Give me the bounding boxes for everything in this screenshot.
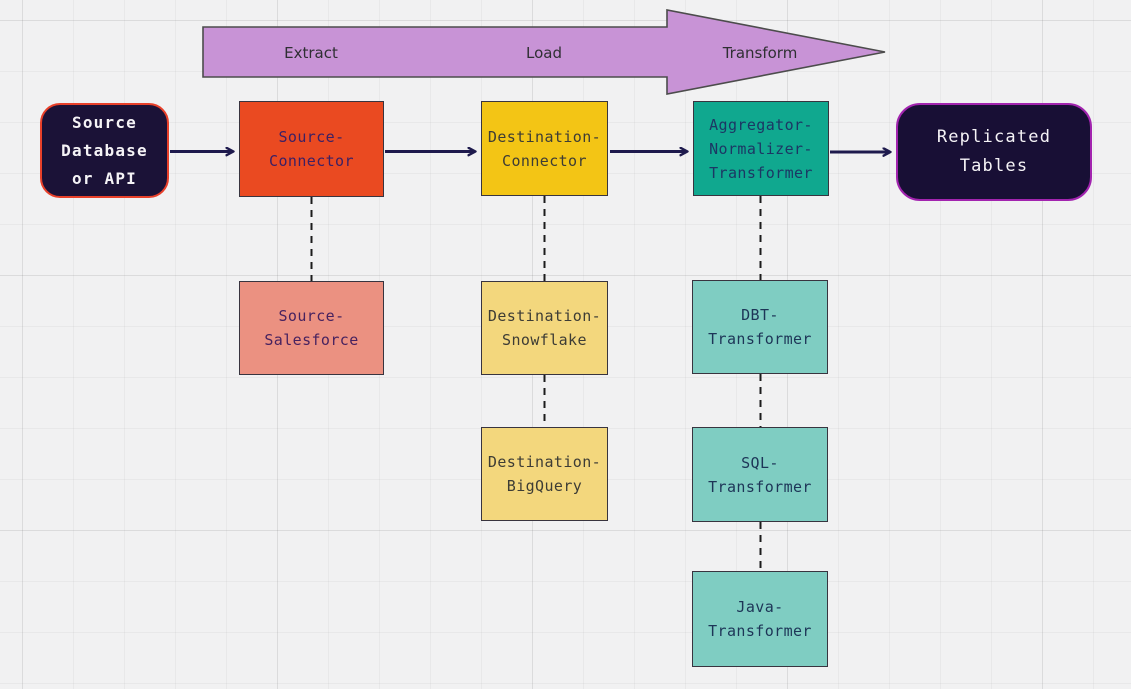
node-label-destination-bigquery: Destination- BigQuery (487, 453, 602, 495)
node-label-dbt-transformer: DBT- Transformer (708, 306, 812, 348)
node-java-transformer[interactable]: Java- Transformer (692, 571, 828, 667)
node-destination-snowflake[interactable]: Destination- Snowflake (481, 281, 608, 375)
node-source-salesforce[interactable]: Source- Salesforce (239, 281, 384, 375)
node-label-replicated-tables: Replicated Tables (936, 127, 1052, 176)
node-sql-transformer[interactable]: SQL- Transformer (692, 427, 828, 522)
node-label-source-connector: Source- Connector (269, 128, 354, 170)
node-destination-bigquery[interactable]: Destination- BigQuery (481, 427, 608, 521)
node-label-source-database: Source Database or API (61, 112, 148, 188)
node-destination-connector[interactable]: Destination- Connector (481, 101, 608, 196)
elt-direction-arrow[interactable] (202, 9, 886, 95)
node-label-destination-snowflake: Destination- Snowflake (487, 307, 602, 349)
elt-phase-label-transform: Transform (722, 44, 798, 62)
elt-phase-label-extract: Extract (284, 44, 338, 62)
node-replicated-tables[interactable]: Replicated Tables (896, 103, 1092, 201)
node-source-connector[interactable]: Source- Connector (239, 101, 384, 197)
node-source-database[interactable]: Source Database or API (40, 103, 169, 198)
elt-phase-label-load: Load (526, 44, 562, 62)
node-aggregator-normalizer-transformer[interactable]: Aggregator- Normalizer- Transformer (693, 101, 829, 196)
node-label-source-salesforce: Source- Salesforce (264, 307, 359, 349)
node-label-destination-connector: Destination- Connector (487, 127, 602, 170)
node-dbt-transformer[interactable]: DBT- Transformer (692, 280, 828, 374)
node-label-aggregator-normalizer-transformer: Aggregator- Normalizer- Transformer (709, 115, 813, 182)
node-label-sql-transformer: SQL- Transformer (708, 453, 812, 496)
node-label-java-transformer: Java- Transformer (708, 598, 812, 640)
